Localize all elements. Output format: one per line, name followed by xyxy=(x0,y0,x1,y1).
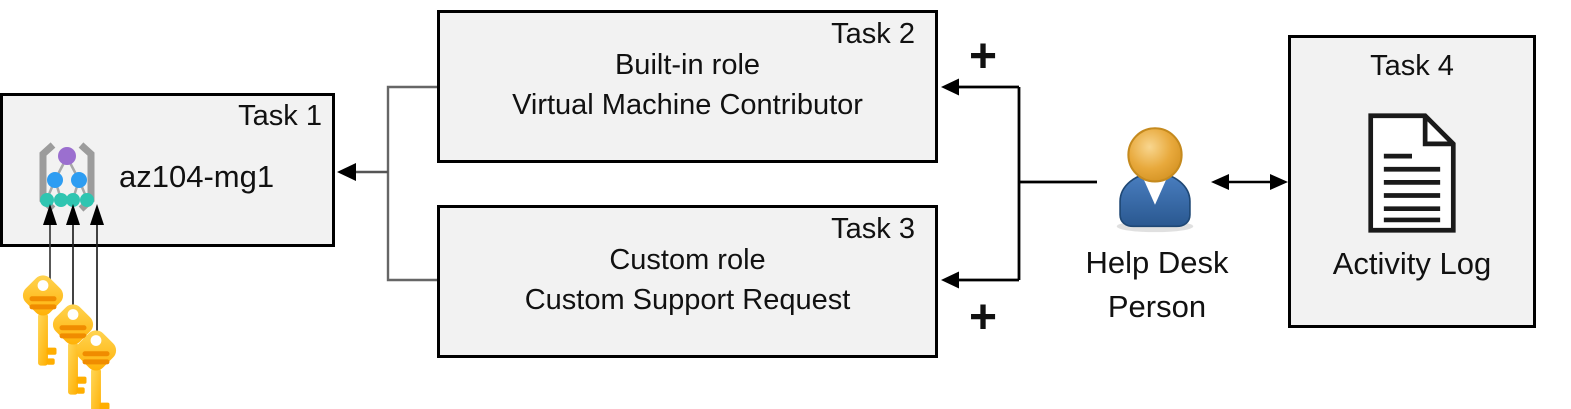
task1-badge: Task 1 xyxy=(238,100,322,132)
actor-label-line2: Person xyxy=(1107,289,1207,324)
task2-line1: Built-in role xyxy=(614,49,761,81)
task1-box: Task 1 az104-mg1 xyxy=(0,93,335,247)
task3-line1: Custom role xyxy=(609,244,766,276)
key-icon xyxy=(52,304,94,395)
task1-label: az104-mg1 xyxy=(119,159,275,194)
task3-box: Task 3 Custom role Custom Support Reques… xyxy=(437,205,938,358)
task1-bracket-connector xyxy=(337,85,437,282)
person-head xyxy=(1127,127,1183,183)
task1-content: az104-mg1 xyxy=(31,140,274,214)
activity-log-double-arrow xyxy=(1211,174,1288,190)
task1-arrowhead xyxy=(337,163,356,181)
key-icon xyxy=(75,330,117,409)
task3-arrowhead xyxy=(941,271,959,289)
task3-line2: Custom Support Request xyxy=(524,284,851,316)
task2-badge: Task 2 xyxy=(831,18,915,50)
help-desk-person-icon xyxy=(1116,127,1194,233)
tree-root-node xyxy=(58,147,76,165)
plus-sign-top: + xyxy=(968,30,998,83)
task3-badge: Task 3 xyxy=(831,213,915,245)
task2-line2: Virtual Machine Contributor xyxy=(512,89,863,121)
document-text-lines xyxy=(1383,153,1441,223)
key-icon xyxy=(22,275,64,366)
document-icon xyxy=(1368,113,1456,233)
actor-label-line1: Help Desk xyxy=(1085,245,1229,280)
actor-label: Help Desk Person xyxy=(1057,241,1257,329)
task4-label: Activity Log xyxy=(1332,246,1492,281)
management-group-icon xyxy=(39,142,95,212)
task4-badge: Task 4 xyxy=(1370,50,1454,82)
task2-box: Task 2 Built-in role Virtual Machine Con… xyxy=(437,10,938,163)
task4-box: Task 4 Activity Log xyxy=(1288,35,1536,328)
plus-sign-bottom: + xyxy=(968,291,998,344)
